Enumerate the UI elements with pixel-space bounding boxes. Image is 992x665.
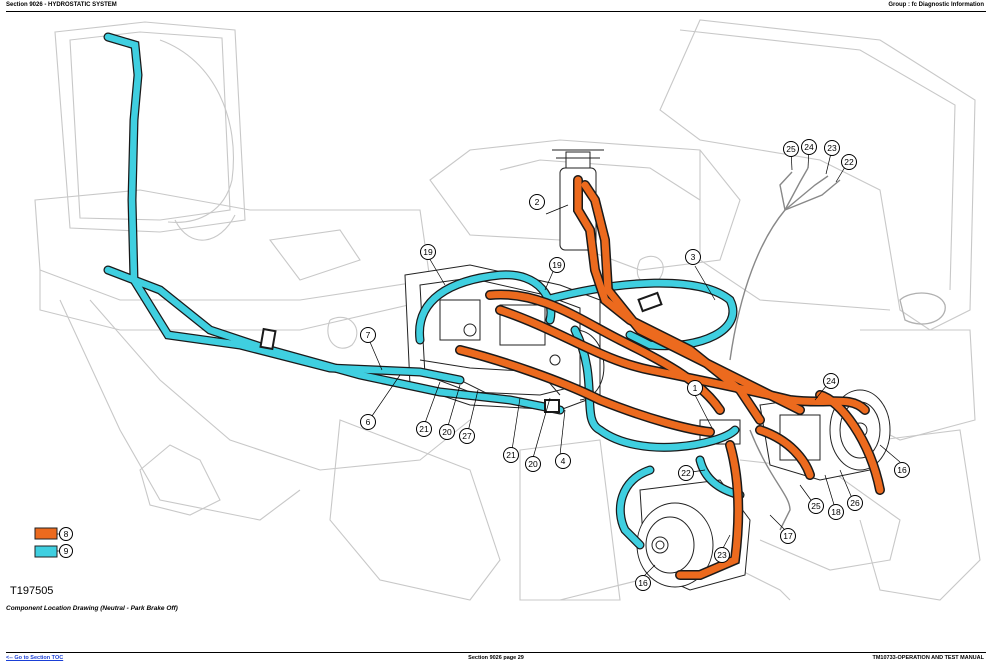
callout-23-lower-label: 23 [717, 550, 727, 560]
callout-24-right-label: 24 [826, 376, 836, 386]
sensor-harness [729, 167, 841, 531]
callout-22-lower-label: 22 [681, 468, 691, 478]
callout-6: 6 [360, 414, 376, 430]
callout-19-right: 19 [549, 257, 565, 273]
go-to-section-toc-link[interactable]: <-- Go to Section TOC [6, 655, 64, 661]
callout-22-lower: 22 [678, 465, 694, 481]
callout-23-upper: 23 [824, 140, 840, 156]
callout-21-left-label: 21 [419, 424, 429, 434]
callout-23-upper-label: 23 [827, 143, 837, 153]
hose-color-legend: 8 9 [34, 527, 73, 558]
callout-25-lower-label: 25 [811, 501, 821, 511]
callout-22-upper: 22 [841, 154, 857, 170]
legend-number-orange: 8 [64, 529, 69, 539]
callout-4-label: 4 [561, 456, 566, 466]
callout-3: 3 [685, 249, 701, 265]
callout-6-label: 6 [366, 417, 371, 427]
callout-27: 27 [459, 428, 475, 444]
legend-item-cyan: 9 [34, 544, 73, 558]
callout-21-right: 21 [503, 447, 519, 463]
callout-1-label: 1 [693, 383, 698, 393]
callout-17-label: 17 [783, 531, 793, 541]
callout-26-label: 26 [850, 498, 860, 508]
callout-20-left-label: 20 [442, 427, 452, 437]
figure-id: T197505 [10, 585, 54, 597]
legend-swatch-orange [34, 527, 58, 540]
header-rule [6, 11, 986, 12]
callout-27-label: 27 [462, 431, 472, 441]
high-pressure-hoses-orange [455, 175, 885, 580]
legend-item-orange: 8 [34, 527, 73, 541]
callout-19-left-label: 19 [423, 247, 433, 257]
callout-24-upper: 24 [801, 139, 817, 155]
callout-7: 7 [360, 327, 376, 343]
footer-rule [6, 652, 986, 653]
manual-title: TM10733-OPERATION AND TEST MANUAL [872, 655, 984, 661]
callout-16-right-label: 16 [897, 465, 907, 475]
callout-4: 4 [555, 453, 571, 469]
header-section-title: Section 9026 - HYDROSTATIC SYSTEM [6, 2, 117, 8]
callout-25-upper-label: 25 [786, 144, 796, 154]
callout-1: 1 [687, 380, 703, 396]
machine-frame-outline [34, 19, 981, 601]
legend-number-cyan: 9 [64, 546, 69, 556]
callout-19-right-label: 19 [552, 260, 562, 270]
callout-16-left: 16 [635, 575, 651, 591]
callout-25-upper: 25 [783, 141, 799, 157]
callout-17: 17 [780, 528, 796, 544]
page-number: Section 9026 page 29 [468, 655, 524, 661]
callout-2: 2 [529, 194, 545, 210]
callout-26: 26 [847, 495, 863, 511]
callout-16-left-label: 16 [638, 578, 648, 588]
callout-24-upper-label: 24 [804, 142, 814, 152]
hydrostatic-component-drawing: 1 2 3 4 6 7 16 16 17 18 19 19 20 20 21 2… [34, 19, 981, 601]
callout-20-right-label: 20 [528, 459, 538, 469]
callout-19-left: 19 [420, 244, 436, 260]
callout-22-upper-label: 22 [844, 157, 854, 167]
figure-caption: Component Location Drawing (Neutral - Pa… [6, 605, 178, 612]
legend-swatch-cyan [34, 545, 58, 558]
callout-2-label: 2 [535, 197, 540, 207]
callout-16-right: 16 [894, 462, 910, 478]
callout-24-right: 24 [823, 373, 839, 389]
callout-21-left: 21 [416, 421, 432, 437]
callout-25-lower: 25 [808, 498, 824, 514]
callout-18: 18 [828, 504, 844, 520]
header-group-title: Group : fc Diagnostic Information [888, 2, 984, 8]
callout-3-label: 3 [691, 252, 696, 262]
callout-20-right: 20 [525, 456, 541, 472]
callout-20-left: 20 [439, 424, 455, 440]
callout-23-lower: 23 [714, 547, 730, 563]
callout-18-label: 18 [831, 507, 841, 517]
callout-7-label: 7 [366, 330, 371, 340]
callout-21-right-label: 21 [506, 450, 516, 460]
